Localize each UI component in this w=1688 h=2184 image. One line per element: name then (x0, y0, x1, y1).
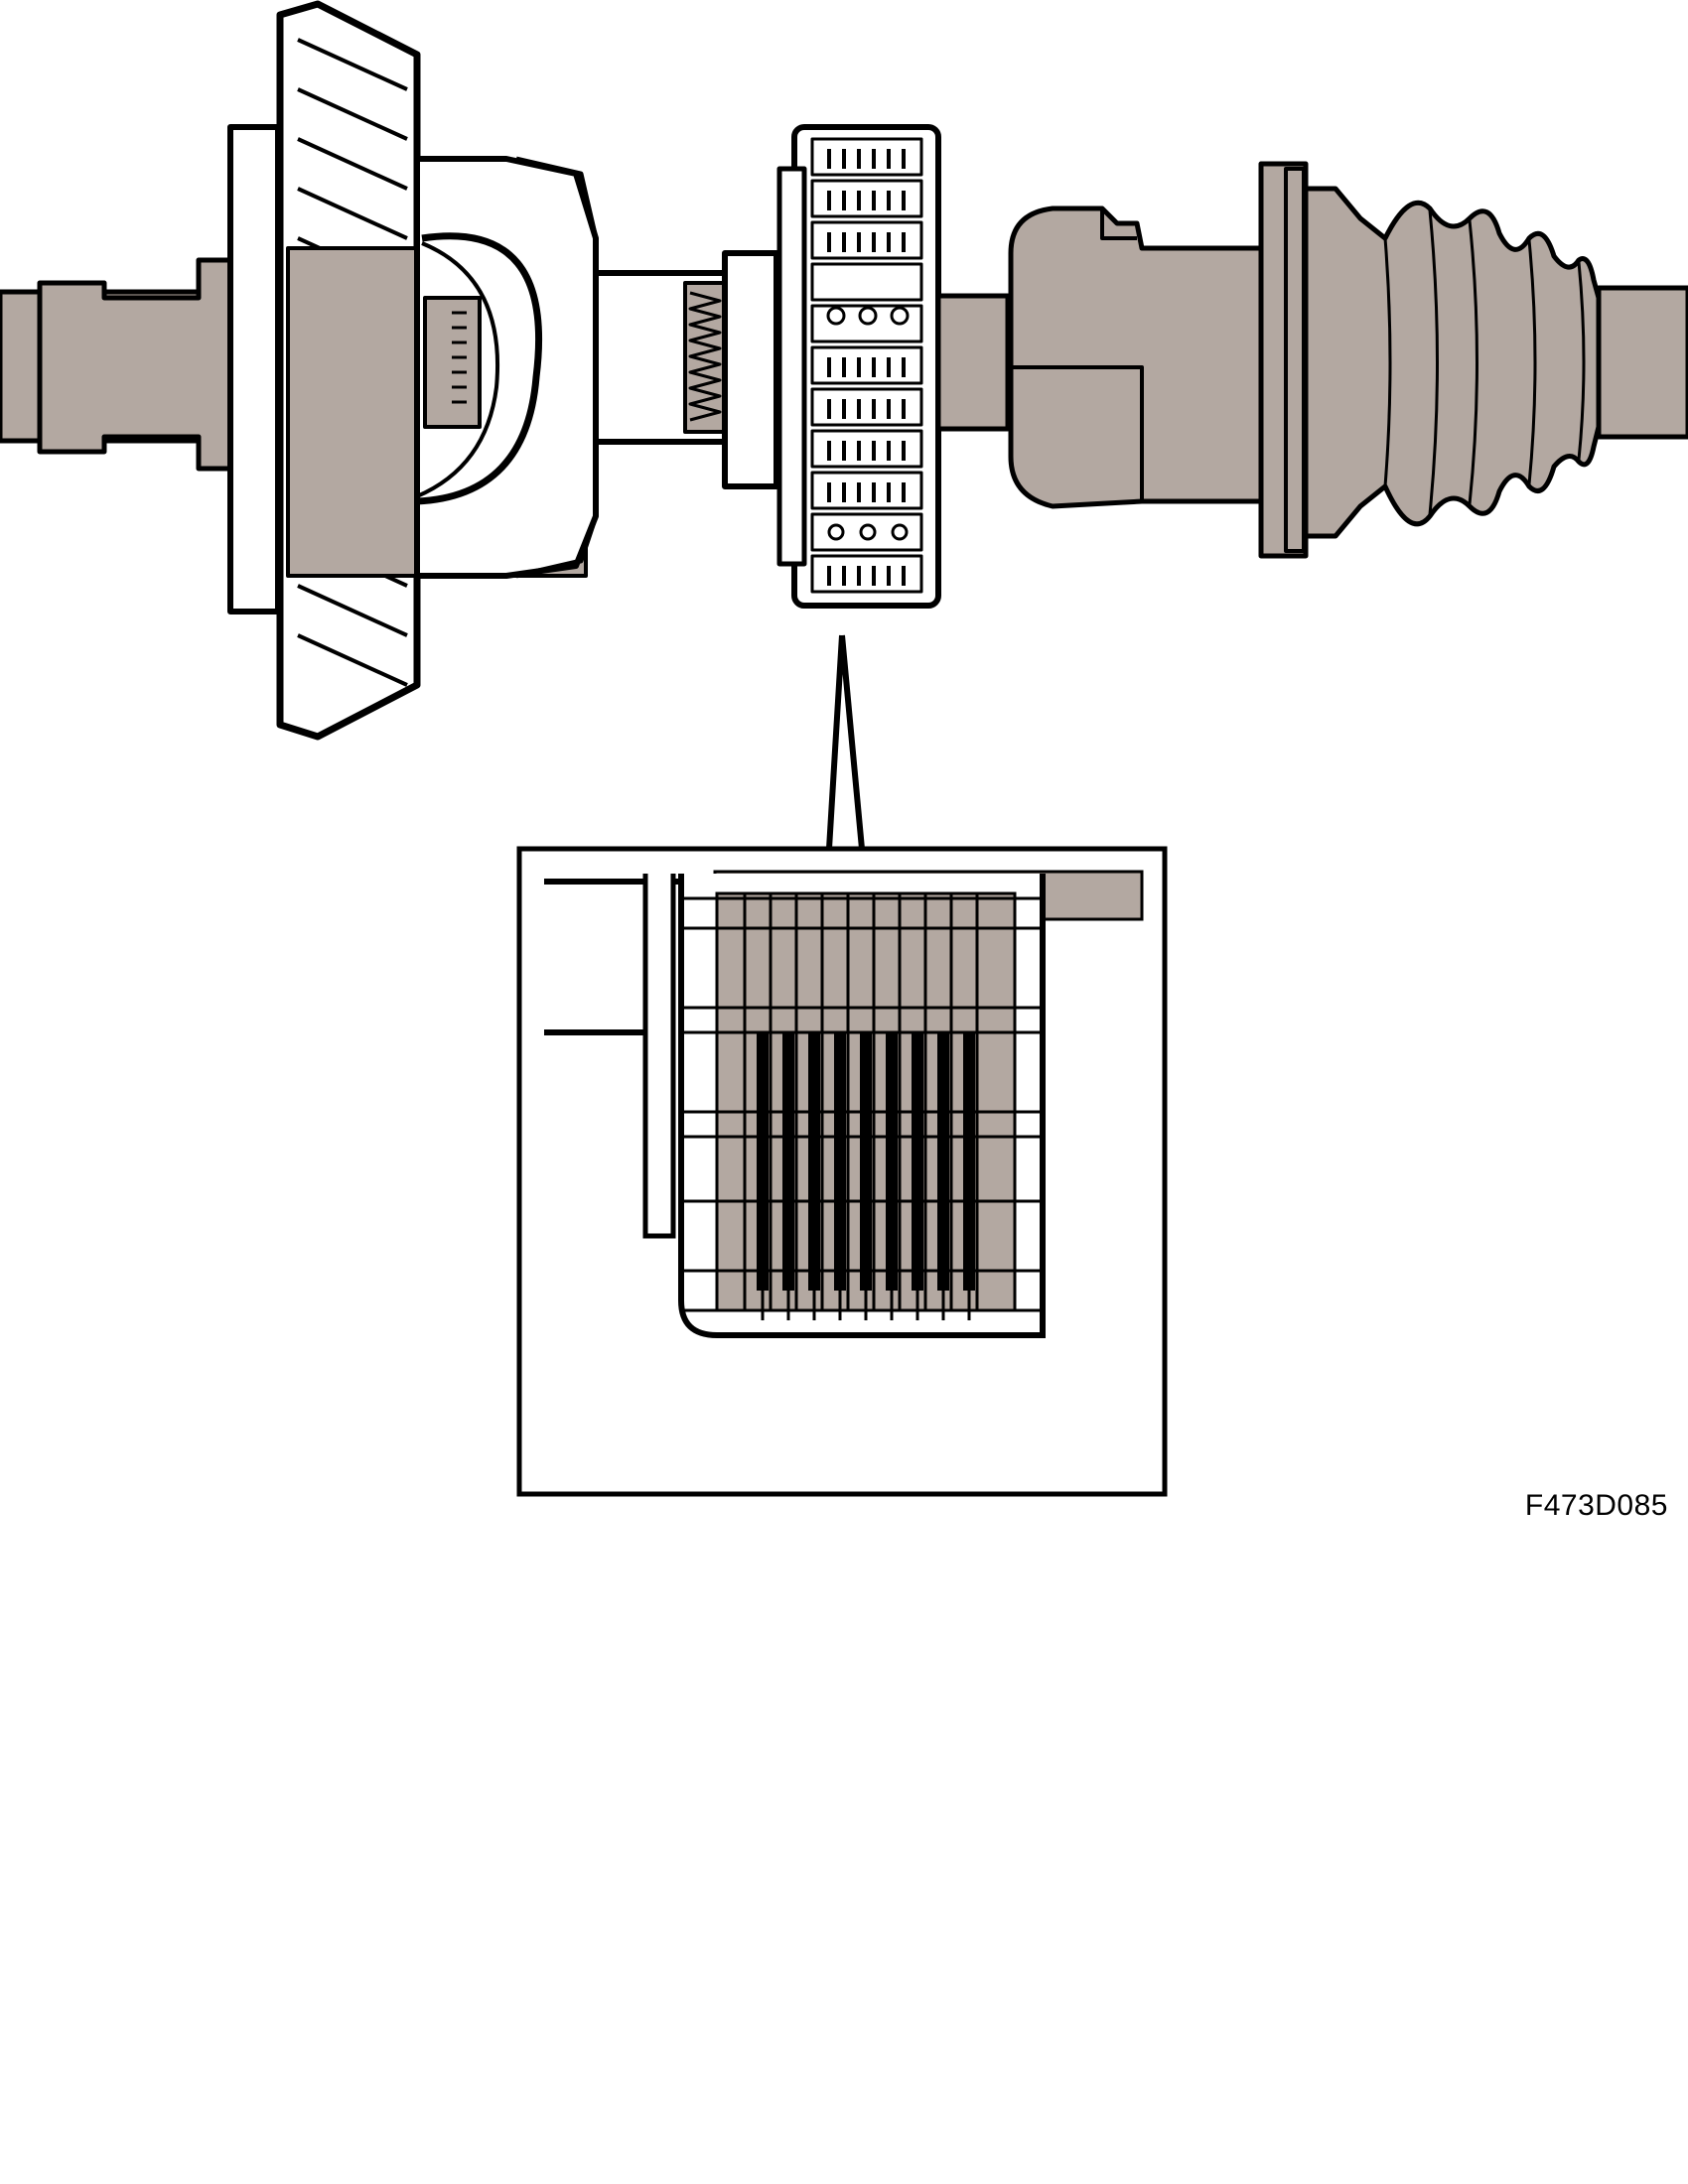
detail-thick-plates (757, 1032, 975, 1291)
clutch-plate-slots (827, 149, 906, 586)
detail-thin-plates (743, 893, 979, 1310)
cv-boot-folds (1383, 209, 1586, 515)
right-shaft-stub (935, 293, 1011, 432)
left-flange (227, 124, 281, 614)
detail-inset (516, 846, 1168, 1497)
detail-housing-wall (642, 874, 676, 1239)
cv-joint-step (1011, 365, 1144, 501)
boot-clamp-ring (1284, 167, 1306, 553)
differential-bearing-arc-inner (416, 241, 499, 498)
thrust-washer (722, 250, 779, 489)
clutch-flange (776, 166, 807, 567)
side-gear (423, 296, 482, 429)
figure-code: F473D085 (1524, 1489, 1668, 1522)
differential-bearing-arc (416, 232, 543, 505)
spline-teeth (688, 291, 722, 422)
clutch-rivets (826, 306, 910, 541)
right-axle (1596, 285, 1688, 440)
drive-assembly (0, 0, 1688, 741)
detail-plate-tabs (761, 1291, 971, 1320)
side-gear-teeth (452, 311, 467, 404)
callout-leader (826, 634, 865, 850)
cv-boot (1303, 186, 1602, 539)
cv-joint-notch (1100, 208, 1137, 240)
